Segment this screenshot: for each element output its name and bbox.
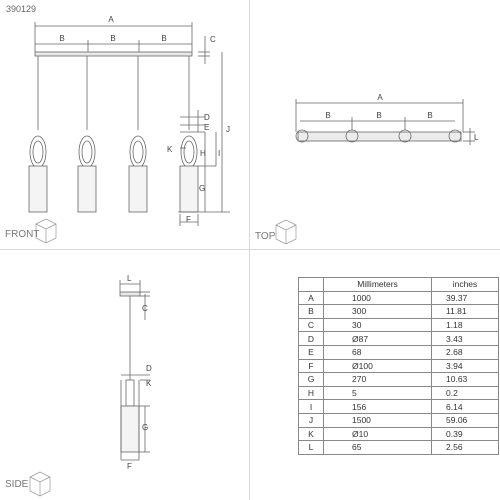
- cell-letter: K: [298, 426, 324, 442]
- dim-letter-I: I: [218, 149, 220, 158]
- cell-in: 6.14: [431, 399, 499, 414]
- cell-mm: 300: [323, 304, 432, 319]
- dim-letter-K: K: [167, 145, 173, 154]
- view-label-front: FRONT: [5, 229, 40, 240]
- dim-letter-B: B: [427, 111, 432, 120]
- dim-letter-B: B: [110, 34, 115, 43]
- table-header-row: Millimeters inches: [298, 277, 499, 292]
- dim-letter-L: L: [474, 133, 479, 142]
- side-view-cube-icon: [29, 471, 51, 497]
- cell-mm: 5: [323, 385, 432, 401]
- dim-letter-G: G: [199, 184, 205, 193]
- cell-mm: 270: [323, 372, 432, 387]
- cell-mm: 1000: [323, 290, 432, 306]
- dim-letter-A: A: [377, 93, 383, 102]
- cell-mm: 65: [323, 440, 432, 455]
- cell-letter: L: [298, 440, 324, 455]
- quadrant-divider-horizontal: [0, 249, 500, 250]
- dim-letter-B: B: [161, 34, 166, 43]
- view-label-side: SIDE: [5, 479, 29, 490]
- cell-in: 39.37: [431, 290, 499, 306]
- side-view-drawing: L C D K G F: [29, 274, 152, 497]
- cell-letter: C: [298, 317, 324, 333]
- dim-letter-C: C: [142, 304, 148, 313]
- header-inches: inches: [431, 277, 499, 292]
- dim-letter-F: F: [127, 462, 132, 471]
- cell-letter: B: [298, 304, 324, 319]
- cell-in: 0.2: [431, 385, 499, 401]
- cell-letter: G: [298, 372, 324, 387]
- cell-in: 59.06: [431, 412, 499, 428]
- dim-letter-C: C: [210, 35, 216, 44]
- dim-letter-A: A: [108, 15, 114, 24]
- cell-letter: F: [298, 358, 324, 374]
- cell-mm: 30: [323, 317, 432, 333]
- dim-letter-L: L: [127, 274, 132, 283]
- header-letter: [298, 277, 324, 292]
- dim-letter-F: F: [186, 215, 191, 224]
- cell-letter: E: [298, 344, 324, 360]
- dim-letter-G: G: [142, 423, 148, 432]
- cell-letter: D: [298, 331, 324, 346]
- cell-mm: 1500: [323, 412, 432, 428]
- cell-mm: 68: [323, 344, 432, 360]
- cell-in: 0.39: [431, 426, 499, 442]
- cell-in: 3.94: [431, 358, 499, 374]
- dim-letter-B: B: [59, 34, 64, 43]
- dim-letter-E: E: [204, 123, 209, 132]
- quadrant-divider-vertical: [249, 0, 250, 500]
- cell-mm: 156: [323, 399, 432, 414]
- cell-in: 11.81: [431, 304, 499, 319]
- cell-letter: I: [298, 399, 324, 414]
- cell-in: 1.18: [431, 317, 499, 333]
- dim-letter-D: D: [146, 364, 152, 373]
- cell-mm: Ø10: [323, 426, 432, 442]
- cell-in: 3.43: [431, 331, 499, 346]
- front-view-cube-icon: [35, 218, 57, 244]
- dim-letter-K: K: [146, 379, 152, 388]
- cell-mm: Ø100: [323, 358, 432, 374]
- product-code: 390129: [6, 4, 37, 14]
- view-label-top: TOP: [255, 231, 276, 242]
- cell-in: 2.56: [431, 440, 499, 455]
- dim-letter-B: B: [325, 111, 330, 120]
- cell-mm: Ø87: [323, 331, 432, 346]
- top-view-drawing: A B B B L: [275, 93, 479, 245]
- cell-letter: H: [298, 385, 324, 401]
- dim-letter-J: J: [226, 125, 230, 134]
- cell-letter: A: [298, 290, 324, 306]
- cell-in: 2.68: [431, 344, 499, 360]
- front-view-drawing: A B B B C J D E K H I G F: [28, 15, 230, 244]
- cell-in: 10.63: [431, 372, 499, 387]
- dim-letter-D: D: [204, 113, 210, 122]
- cell-letter: J: [298, 412, 324, 428]
- dim-letter-H: H: [200, 149, 206, 158]
- header-millimeters: Millimeters: [323, 277, 432, 292]
- top-view-cube-icon: [275, 219, 297, 245]
- dim-letter-B: B: [376, 111, 381, 120]
